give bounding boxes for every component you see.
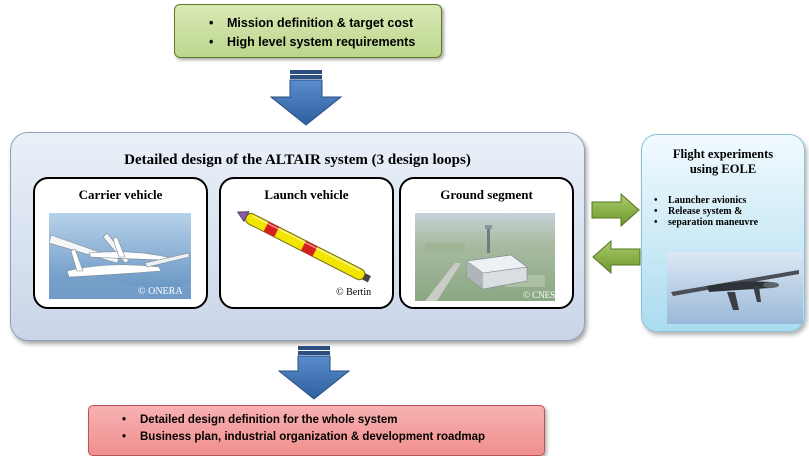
flight-experiments-list: Launcher avionics Release system & separ…	[654, 195, 758, 228]
down-arrow-icon	[270, 70, 343, 126]
flight-title-line: Flight experiments	[672, 147, 774, 161]
panel-title: Launch vehicle	[264, 187, 349, 202]
flight-item: separation maneuvre	[654, 217, 758, 228]
flight-experiments-box: Flight experiments using EOLE Launcher a…	[641, 134, 805, 332]
right-arrow-icon	[591, 193, 640, 227]
ground-segment-image	[415, 213, 555, 301]
panel-title: Carrier vehicle	[78, 187, 163, 202]
requirement-item: Mission definition & target cost	[209, 14, 415, 33]
launch-vehicle-panel: Launch vehicle © Bertin	[219, 177, 394, 309]
mission-requirements-list: Mission definition & target cost High le…	[209, 14, 415, 52]
outcome-item: Detailed design definition for the whole…	[122, 412, 485, 429]
left-arrow-icon	[592, 240, 641, 274]
eole-aircraft-image	[667, 252, 803, 324]
launch-vehicle-image	[236, 211, 371, 283]
ground-segment-panel: Ground segment © CNES	[399, 177, 574, 309]
carrier-vehicle-panel: Carrier vehicle © ONERA	[33, 177, 208, 309]
down-arrow-icon	[278, 346, 351, 400]
design-outcome-box: Detailed design definition for the whole…	[88, 405, 545, 456]
panel-title: Ground segment	[440, 187, 533, 202]
design-box-title: Detailed design of the ALTAIR system (3 …	[124, 152, 471, 168]
carrier-vehicle-image	[49, 213, 191, 299]
flight-item: Launcher avionics	[654, 195, 758, 206]
design-outcome-list: Detailed design definition for the whole…	[122, 412, 485, 446]
image-credit: © CNES	[523, 290, 556, 300]
outcome-item: Business plan, industrial organization &…	[122, 429, 485, 446]
detailed-design-box: Detailed design of the ALTAIR system (3 …	[10, 132, 585, 341]
image-credit: © ONERA	[138, 286, 183, 297]
flight-title-line: using EOLE	[689, 162, 757, 176]
mission-requirements-box: Mission definition & target cost High le…	[174, 4, 442, 58]
requirement-item: High level system requirements	[209, 33, 415, 52]
image-credit: © Bertin	[336, 287, 372, 298]
flight-box-title: Flight experiments using EOLE	[642, 147, 804, 177]
flight-item: Release system &	[654, 206, 758, 217]
